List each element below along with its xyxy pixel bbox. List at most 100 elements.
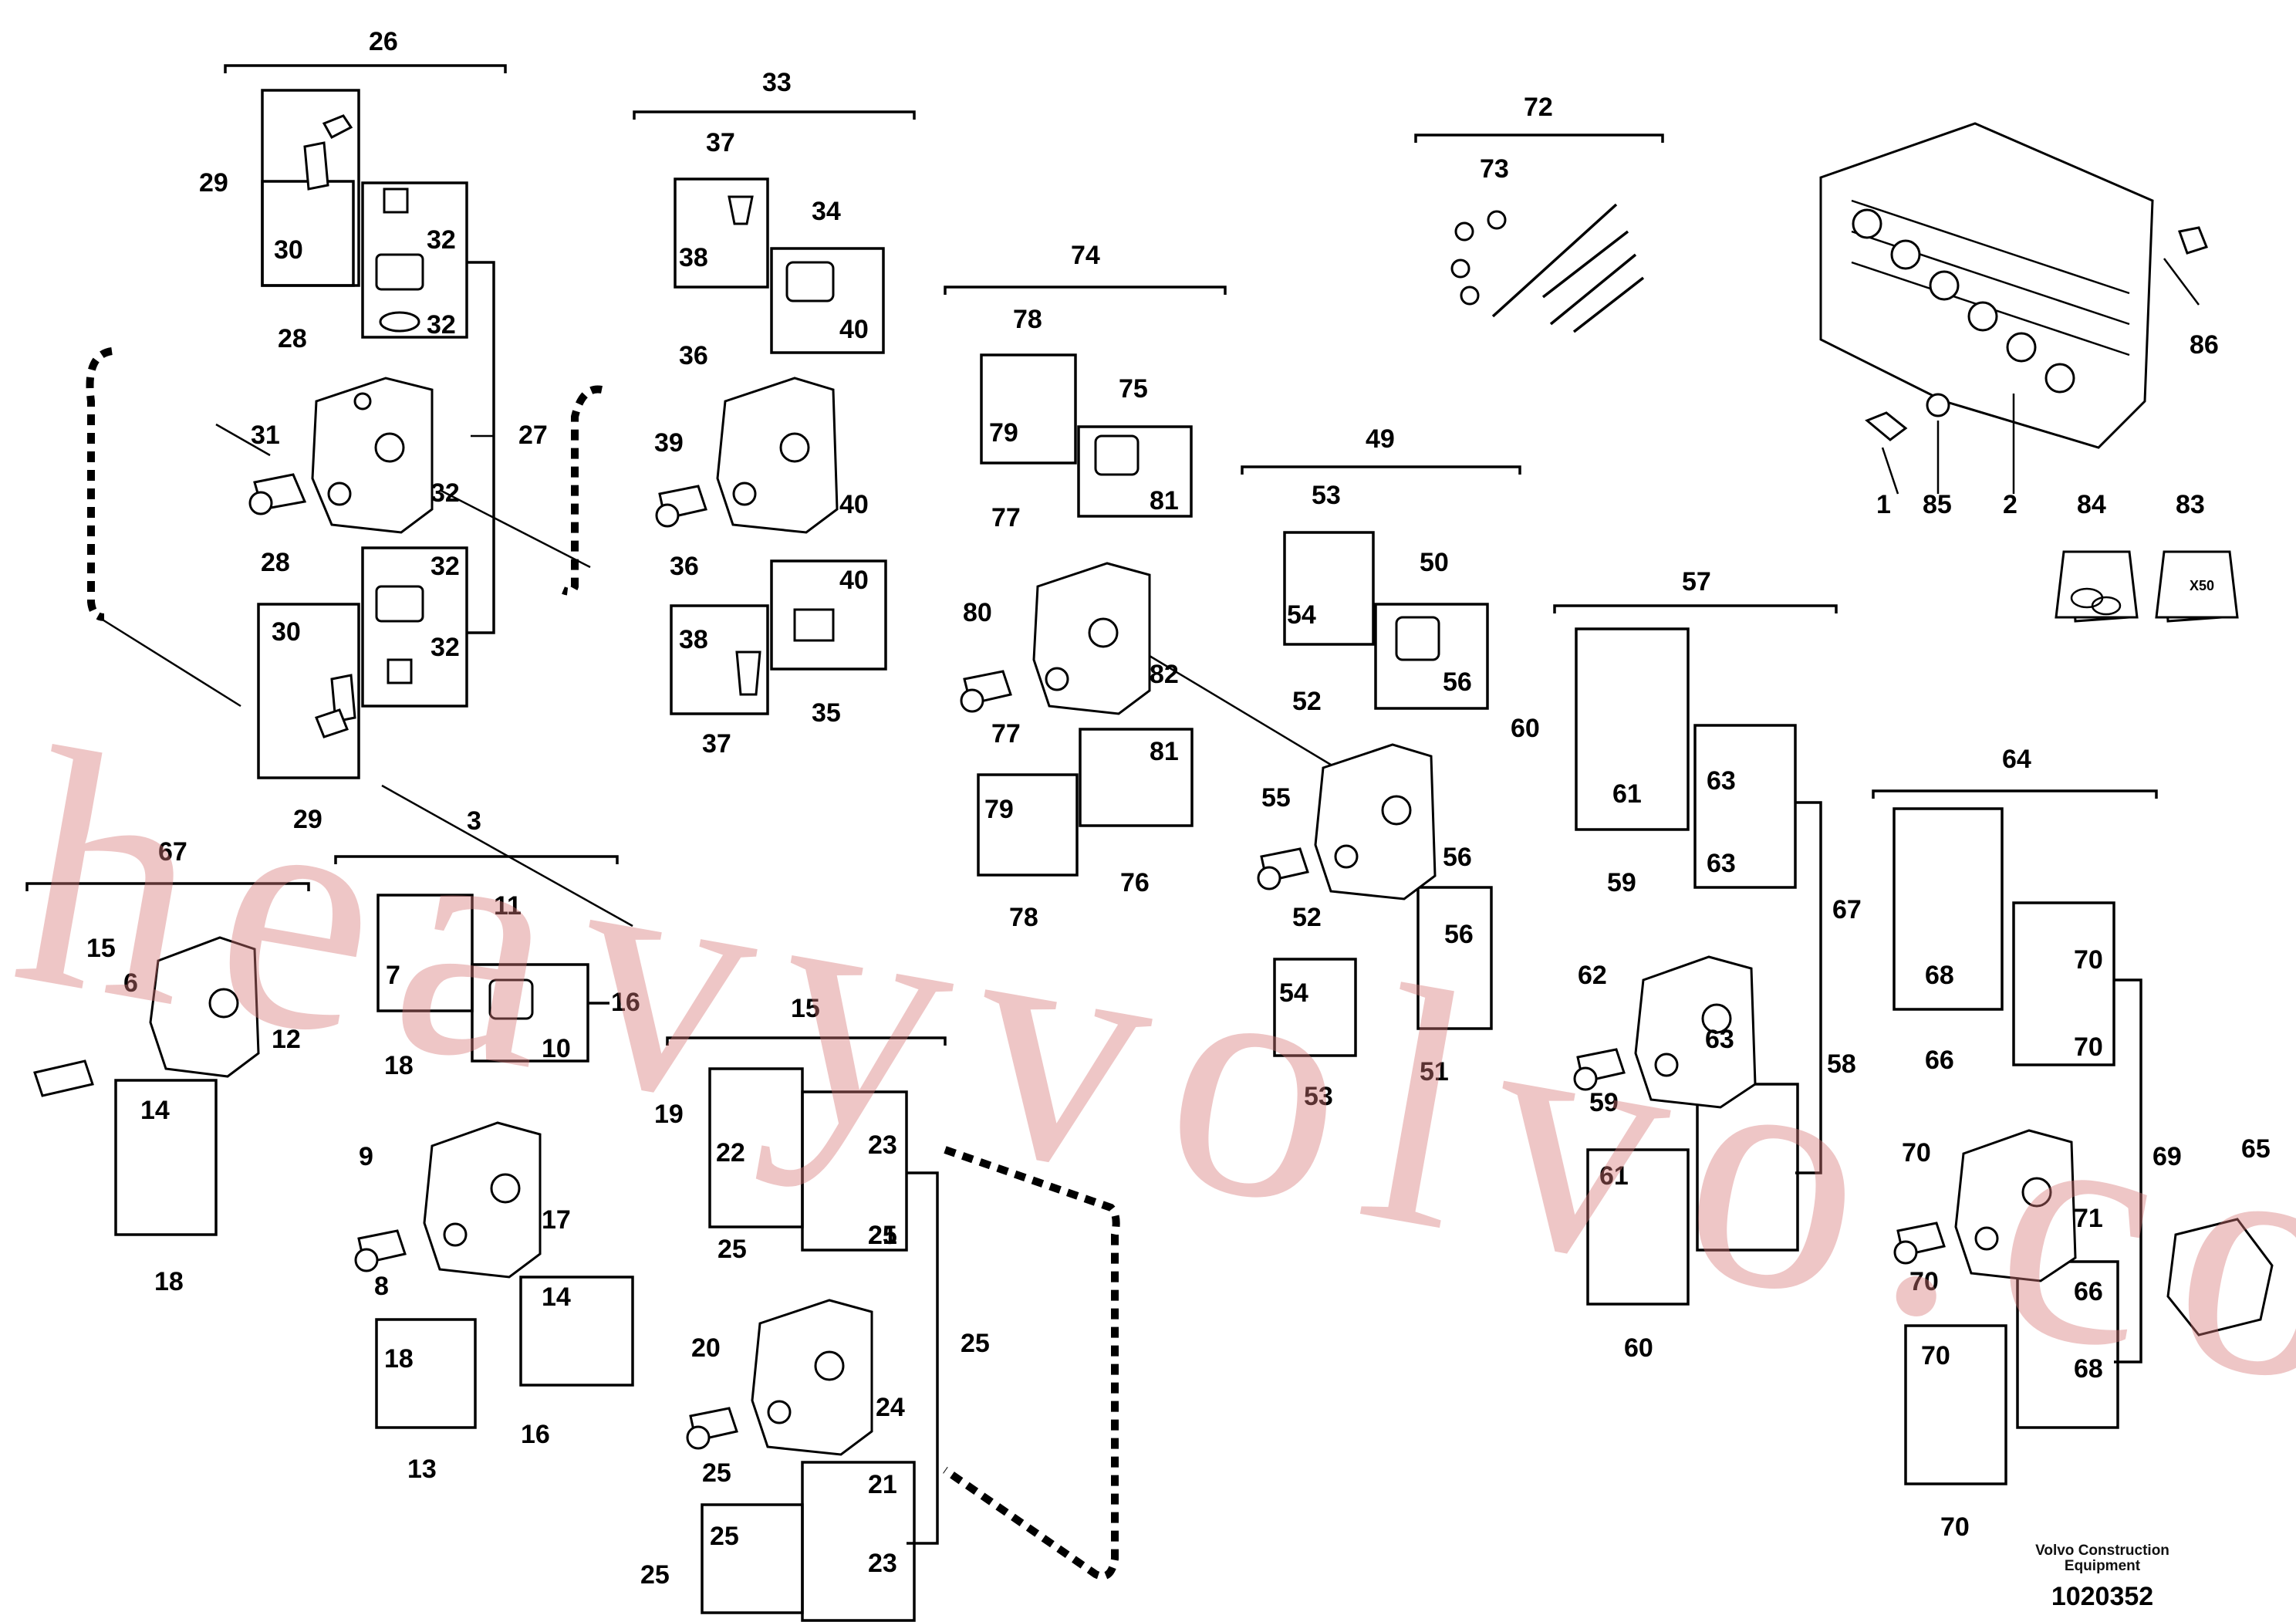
callout: 55 [1261, 783, 1291, 813]
callout: 36 [670, 552, 699, 581]
callout: 15 [791, 994, 820, 1023]
brand-line-2: Equipment [2064, 1558, 2141, 1574]
callout: 51 [1420, 1057, 1449, 1086]
callout: 40 [839, 490, 869, 519]
callout: 22 [716, 1138, 745, 1168]
callout: 80 [963, 598, 992, 627]
section-72 [1414, 133, 1664, 333]
callout: 3 [467, 806, 481, 836]
callout: 79 [989, 418, 1018, 448]
callout: 28 [261, 548, 290, 577]
callout: 29 [293, 805, 322, 834]
callout: 66 [1925, 1046, 1954, 1075]
callout: 77 [991, 503, 1021, 532]
callout: 25 [868, 1221, 897, 1250]
callout: 60 [1511, 714, 1540, 743]
section-64 [1872, 789, 2274, 1485]
kit-mark: X50 [2190, 578, 2214, 593]
callout: 64 [2002, 745, 2031, 774]
callout: 63 [1707, 766, 1736, 796]
callout: 73 [1480, 154, 1509, 184]
callout: 23 [868, 1130, 897, 1160]
callout: 25 [710, 1522, 739, 1551]
callout: 65 [2241, 1134, 2271, 1164]
callout: 24 [876, 1393, 905, 1422]
callout: 18 [384, 1051, 414, 1080]
callout: 29 [199, 168, 228, 198]
callout: 9 [359, 1142, 373, 1171]
callout: 32 [427, 225, 456, 255]
callout: 70 [2074, 1032, 2103, 1062]
callout: 70 [1940, 1512, 1970, 1542]
callout: 13 [407, 1455, 437, 1484]
callout: 79 [984, 795, 1014, 824]
callout: 39 [654, 428, 684, 458]
callout: 17 [542, 1205, 571, 1235]
callout: 18 [384, 1344, 414, 1374]
callout: 86 [2190, 330, 2219, 360]
main-valve-assembly [1819, 122, 2223, 623]
callout: 56 [1444, 920, 1474, 949]
callout: 81 [1150, 486, 1179, 515]
callout: 14 [140, 1096, 170, 1125]
callout: 23 [868, 1549, 897, 1578]
callout: 68 [1925, 961, 1954, 990]
section-57 [1553, 604, 1838, 1306]
callout: 36 [679, 341, 708, 370]
callout: 16 [611, 988, 640, 1017]
callout: 61 [1599, 1161, 1629, 1191]
callout: 63 [1707, 849, 1736, 878]
callout: 66 [2074, 1277, 2103, 1306]
callout: 25 [718, 1235, 747, 1264]
callout: 30 [272, 617, 301, 647]
section-26 [86, 64, 633, 928]
callout: 50 [1420, 548, 1449, 577]
callout: 10 [542, 1034, 571, 1063]
callout: 26 [369, 27, 398, 56]
callout: 2 [2003, 490, 2017, 519]
callout: 11 [494, 891, 522, 921]
callout: 12 [272, 1025, 301, 1054]
callout: 30 [274, 235, 303, 265]
callout: 52 [1292, 903, 1322, 932]
callout: 32 [427, 310, 456, 340]
callout: 18 [154, 1267, 184, 1296]
callout: 72 [1524, 93, 1553, 122]
callout: 19 [654, 1100, 684, 1129]
kit-bags: X50 [2055, 550, 2239, 619]
callout: 69 [2152, 1142, 2182, 1171]
section-74 [944, 286, 1343, 877]
callout: 35 [812, 698, 841, 728]
callout: 57 [1682, 567, 1711, 596]
callout: 20 [691, 1333, 721, 1363]
brand-line-1: Volvo Construction [2035, 1543, 2169, 1559]
section-3-11 [25, 855, 634, 1429]
callout: 40 [839, 566, 869, 595]
callout: 32 [430, 478, 460, 508]
callout: 70 [2074, 945, 2103, 975]
callout: 25 [702, 1458, 731, 1488]
callout: 85 [1923, 490, 1952, 519]
callout: 61 [1612, 779, 1642, 809]
drawing-number: 1020352 [2051, 1582, 2154, 1611]
callout: 67 [158, 837, 187, 867]
callout: 59 [1589, 1088, 1619, 1117]
callout: 71 [2074, 1204, 2103, 1233]
callout: 28 [278, 324, 307, 353]
callout: 37 [706, 128, 735, 157]
brand-label: Volvo Construction Equipment [2021, 1543, 2183, 1574]
callout: 68 [2074, 1354, 2103, 1384]
callout: 78 [1013, 305, 1042, 334]
callout: 56 [1443, 667, 1472, 697]
callout: 63 [1705, 1025, 1734, 1054]
callout: 38 [679, 243, 708, 272]
callout: 60 [1624, 1333, 1653, 1363]
callout: 75 [1119, 374, 1148, 404]
callout: 77 [991, 719, 1021, 748]
callout: 7 [386, 961, 400, 990]
callout: 54 [1279, 978, 1308, 1008]
callout-labels: 26 29 30 32 32 28 31 27 32 28 32 30 32 2… [86, 27, 2271, 1590]
callout: 84 [2077, 490, 2106, 519]
callout: 53 [1304, 1082, 1333, 1111]
